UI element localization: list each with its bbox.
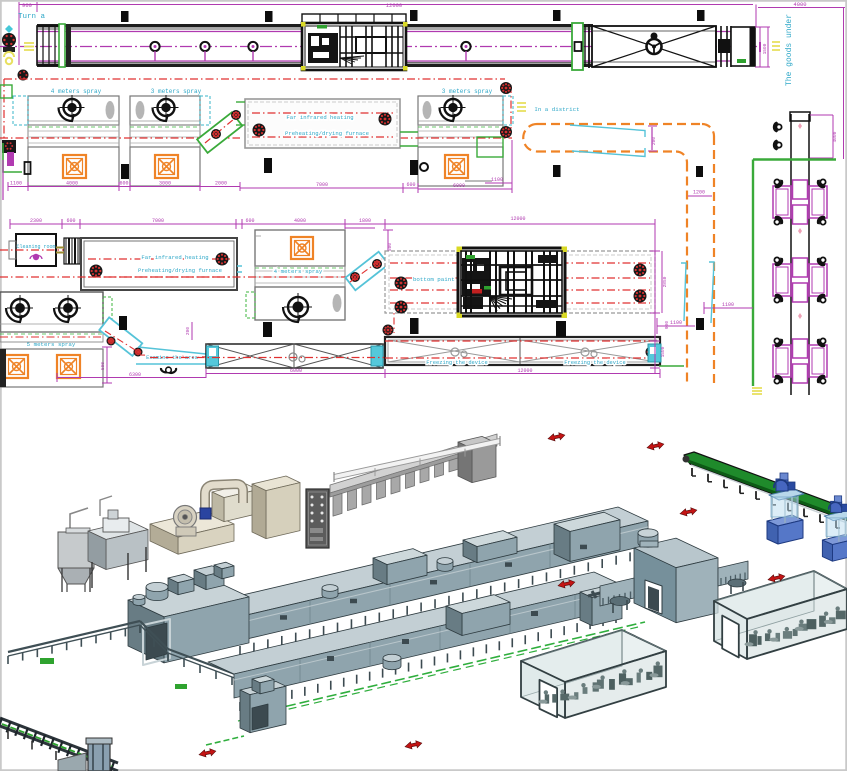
svg-text:600: 600 bbox=[119, 181, 128, 187]
svg-text:In a district: In a district bbox=[534, 106, 579, 113]
svg-text:2850: 2850 bbox=[662, 276, 668, 287]
svg-text:600: 600 bbox=[406, 182, 415, 188]
svg-text:Preheating/drying furnace: Preheating/drying furnace bbox=[285, 130, 369, 137]
svg-text:1100: 1100 bbox=[491, 177, 503, 183]
svg-text:6000: 6000 bbox=[453, 183, 465, 189]
svg-text:6300: 6300 bbox=[129, 372, 141, 378]
svg-text:7000: 7000 bbox=[316, 182, 328, 188]
svg-text:1100: 1100 bbox=[722, 302, 734, 308]
svg-text:12000: 12000 bbox=[517, 368, 532, 374]
svg-text:6000: 6000 bbox=[290, 368, 302, 374]
svg-text:12000: 12000 bbox=[510, 216, 525, 222]
svg-text:12000: 12000 bbox=[386, 2, 403, 9]
svg-text:The goods under: The goods under bbox=[785, 14, 794, 86]
svg-text:3 meters spray: 3 meters spray bbox=[442, 88, 493, 95]
svg-text:7000: 7000 bbox=[152, 218, 164, 224]
svg-text:500: 500 bbox=[100, 362, 106, 370]
svg-text:Cleaning room: Cleaning room bbox=[16, 244, 55, 250]
svg-text:1200: 1200 bbox=[693, 190, 705, 196]
svg-text:4000: 4000 bbox=[832, 131, 838, 142]
svg-text:4000: 4000 bbox=[66, 181, 78, 187]
svg-text:3000: 3000 bbox=[159, 181, 171, 187]
svg-text:600: 600 bbox=[245, 218, 254, 224]
svg-text:600: 600 bbox=[66, 218, 75, 224]
svg-text:2000: 2000 bbox=[215, 181, 227, 187]
svg-text:1500: 1500 bbox=[660, 346, 666, 357]
svg-text:4000: 4000 bbox=[793, 1, 806, 8]
svg-text:4000: 4000 bbox=[294, 218, 306, 224]
svg-text:Far infrared heating: Far infrared heating bbox=[286, 114, 353, 121]
svg-text:4 meters spray: 4 meters spray bbox=[51, 88, 102, 95]
svg-text:900: 900 bbox=[664, 321, 670, 329]
svg-text:1500: 1500 bbox=[762, 43, 768, 54]
svg-text:1100: 1100 bbox=[670, 320, 682, 326]
svg-text:200: 200 bbox=[651, 137, 657, 145]
svg-text:5 meters spray: 5 meters spray bbox=[27, 341, 76, 348]
svg-text:Preheating/drying furnace: Preheating/drying furnace bbox=[138, 267, 222, 274]
svg-text:900: 900 bbox=[22, 2, 32, 9]
svg-text:Turn a: Turn a bbox=[18, 13, 46, 21]
svg-text:1800: 1800 bbox=[359, 218, 371, 224]
svg-text:3 meters spray: 3 meters spray bbox=[151, 88, 202, 95]
svg-text:Freezing the device: Freezing the device bbox=[426, 360, 487, 366]
svg-text:1100: 1100 bbox=[10, 181, 22, 187]
svg-text:200: 200 bbox=[185, 327, 191, 335]
svg-text:Far infrared heating: Far infrared heating bbox=[141, 254, 208, 261]
svg-text:bottom paint drying: bottom paint drying bbox=[413, 276, 479, 283]
svg-text:2300: 2300 bbox=[30, 218, 42, 224]
svg-text:500: 500 bbox=[387, 243, 393, 251]
svg-text:Freezing the device: Freezing the device bbox=[564, 360, 625, 366]
svg-text:4 meters spray: 4 meters spray bbox=[274, 268, 323, 275]
